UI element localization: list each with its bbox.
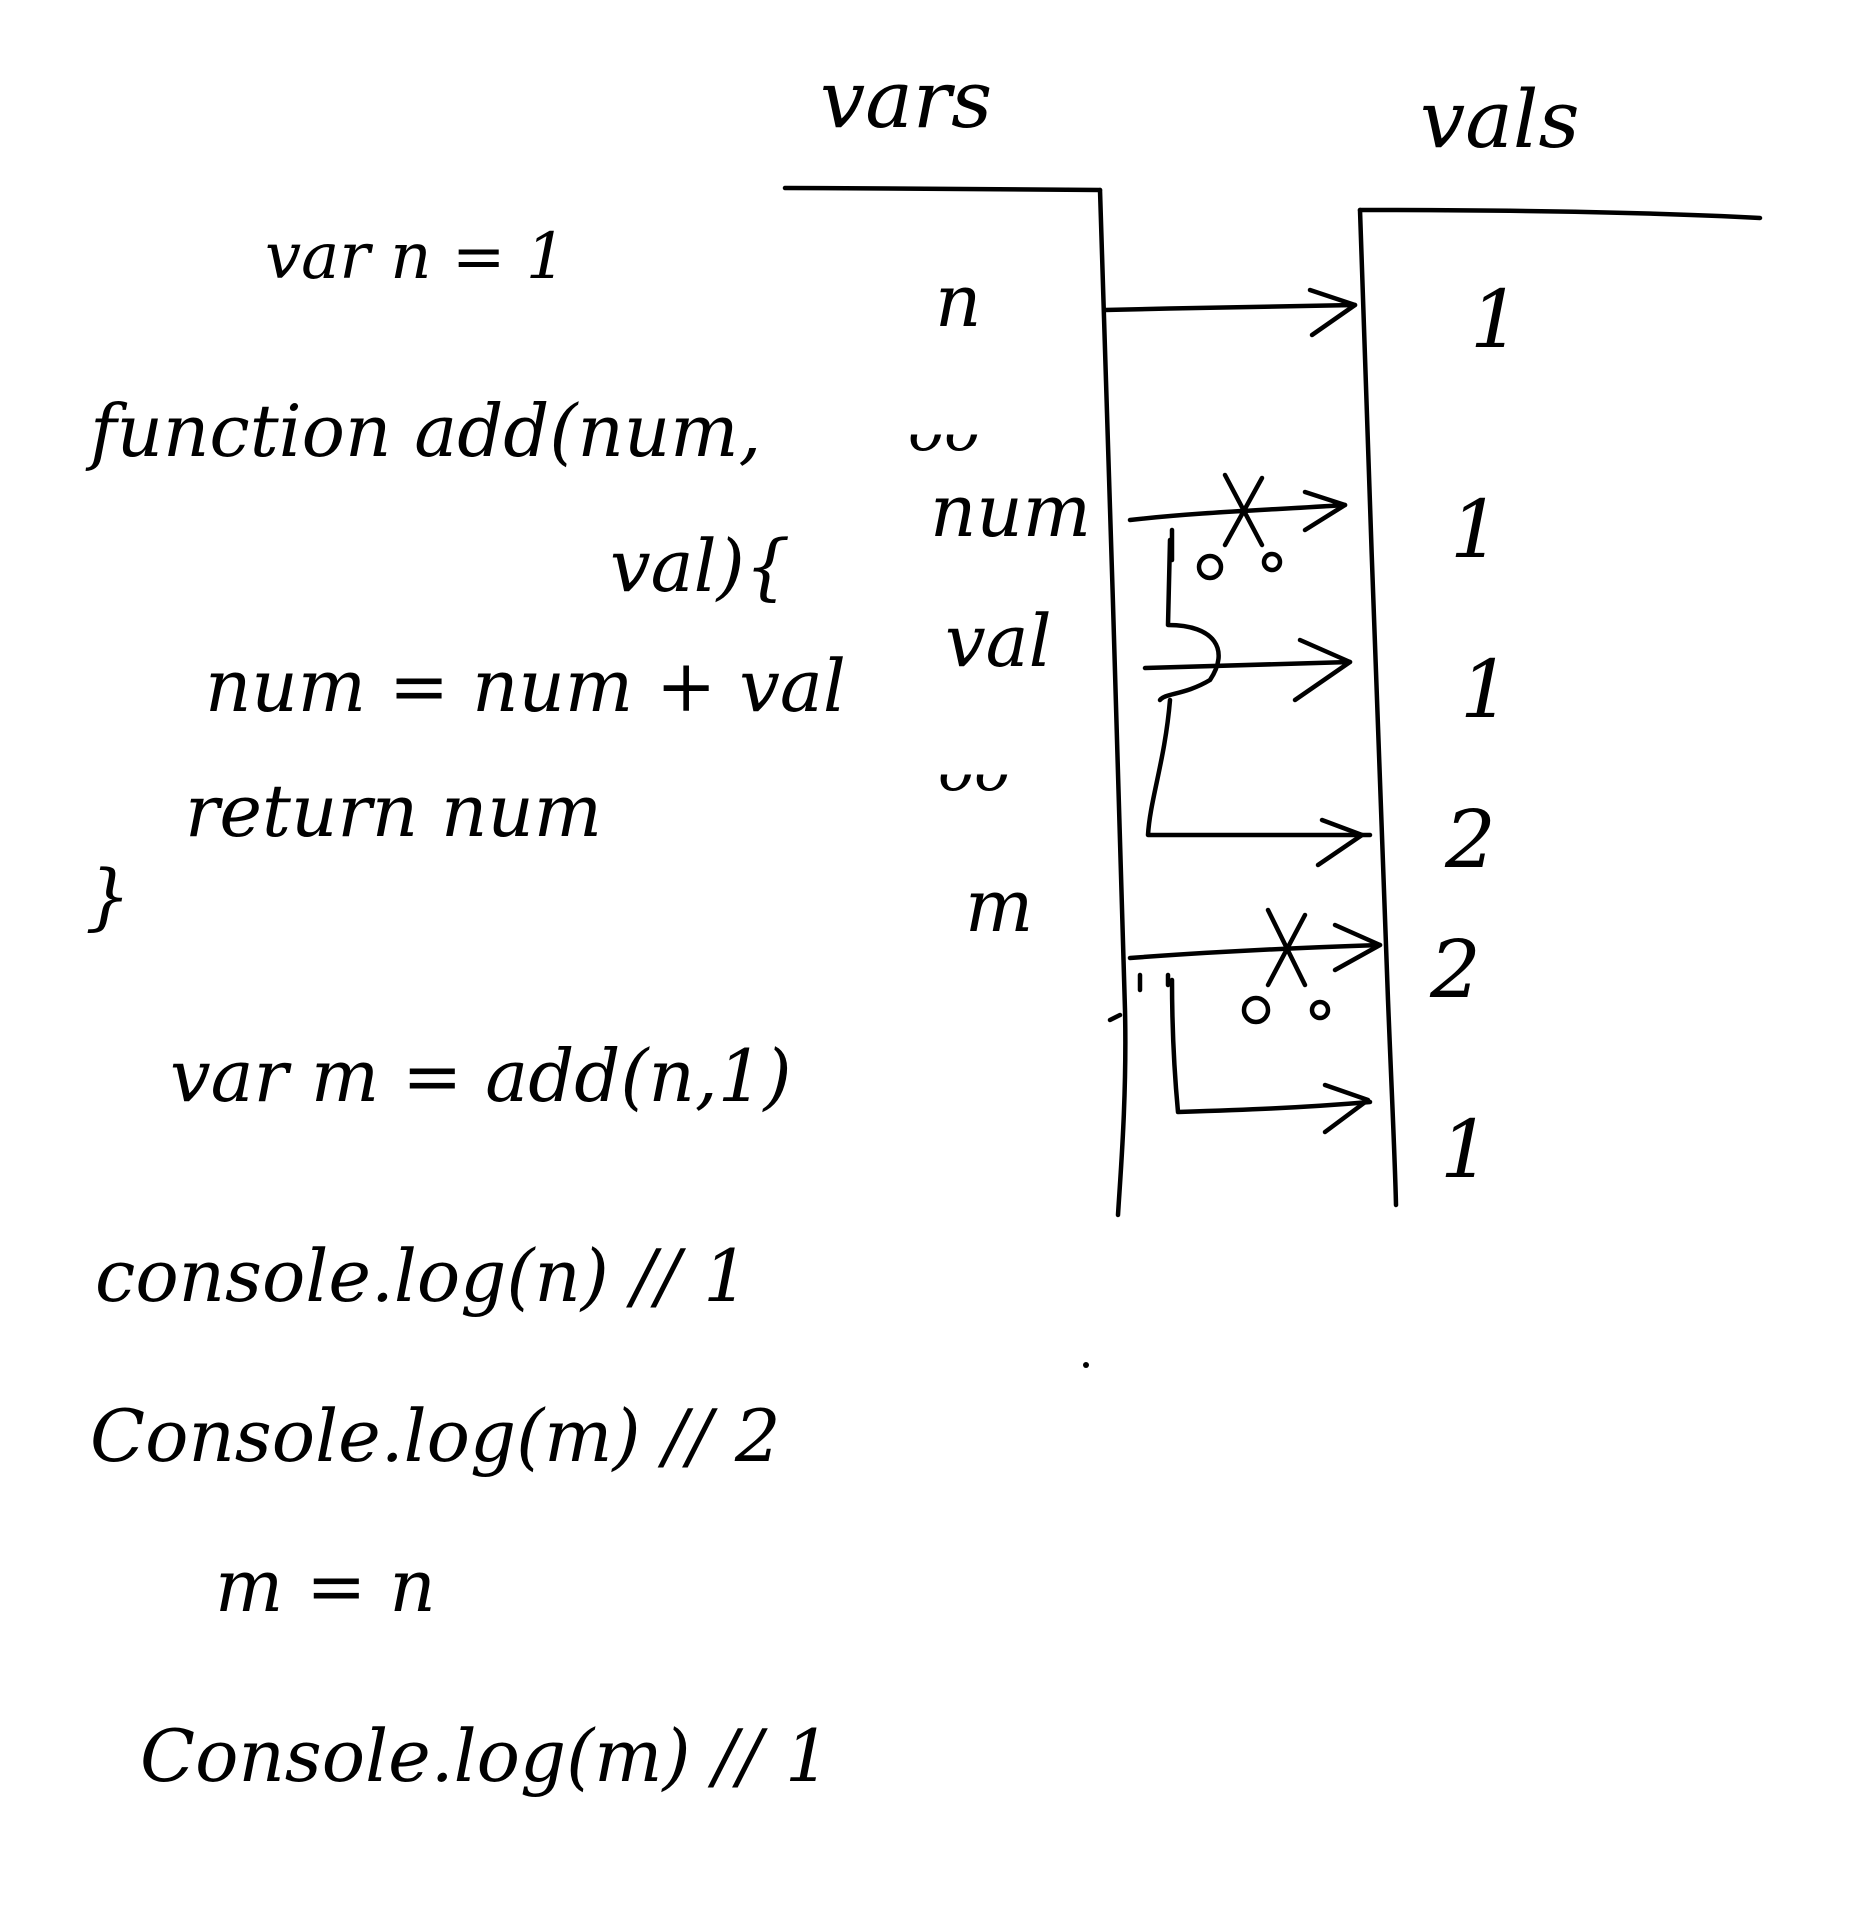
code-line-var-n: var n = 1 — [265, 220, 567, 294]
vars-header-line — [782, 185, 1103, 193]
var-num: num — [930, 469, 1092, 553]
vals-header: vals — [1420, 73, 1580, 166]
arrow-val — [1142, 659, 1353, 671]
vars-header: vars — [820, 53, 993, 146]
code-line-var-m: var m = add(n,1) — [170, 1034, 792, 1118]
var-scribble-2: ᴗᴗ — [935, 735, 1008, 805]
var-m: m — [965, 864, 1034, 948]
code-line-console-m: Console.log(m) // 2 — [90, 1394, 781, 1478]
code-line-num-assign: num = num + val — [205, 644, 846, 728]
var-scribble-1: ᴗᴗ — [905, 395, 978, 465]
arrow-to-2 — [1145, 697, 1373, 838]
arrow-to-1 — [1169, 977, 1373, 1115]
cut-x-2 — [1265, 907, 1308, 988]
val-5: 2 — [1430, 923, 1481, 1016]
val-6: 1 — [1440, 1103, 1491, 1196]
code-line-console-m-2: Console.log(m) // 1 — [140, 1714, 831, 1798]
val-4: 2 — [1445, 793, 1496, 886]
code-line-m-equals-n: m = n — [215, 1544, 436, 1628]
cut-x-1 — [1222, 472, 1265, 548]
arrow-n — [1102, 302, 1358, 313]
code-line-val: val){ — [610, 524, 791, 608]
val-1: 1 — [1470, 273, 1521, 366]
code-line-close-brace: } — [85, 854, 131, 938]
val-3: 1 — [1460, 643, 1511, 736]
vals-column-line — [1357, 207, 1399, 1208]
code-line-return: return num — [185, 769, 603, 853]
vals-header-line — [1357, 207, 1763, 221]
code-line-console-n: console.log(n) // 1 — [95, 1234, 749, 1318]
code-line-function-add: function add(num, — [90, 389, 762, 473]
vars-column-line — [1097, 187, 1128, 1218]
val-2: 1 — [1450, 483, 1501, 576]
arrow-num — [1127, 502, 1348, 523]
arrow-m — [1127, 942, 1383, 961]
var-val: val — [945, 599, 1052, 683]
var-n: n — [935, 259, 982, 343]
